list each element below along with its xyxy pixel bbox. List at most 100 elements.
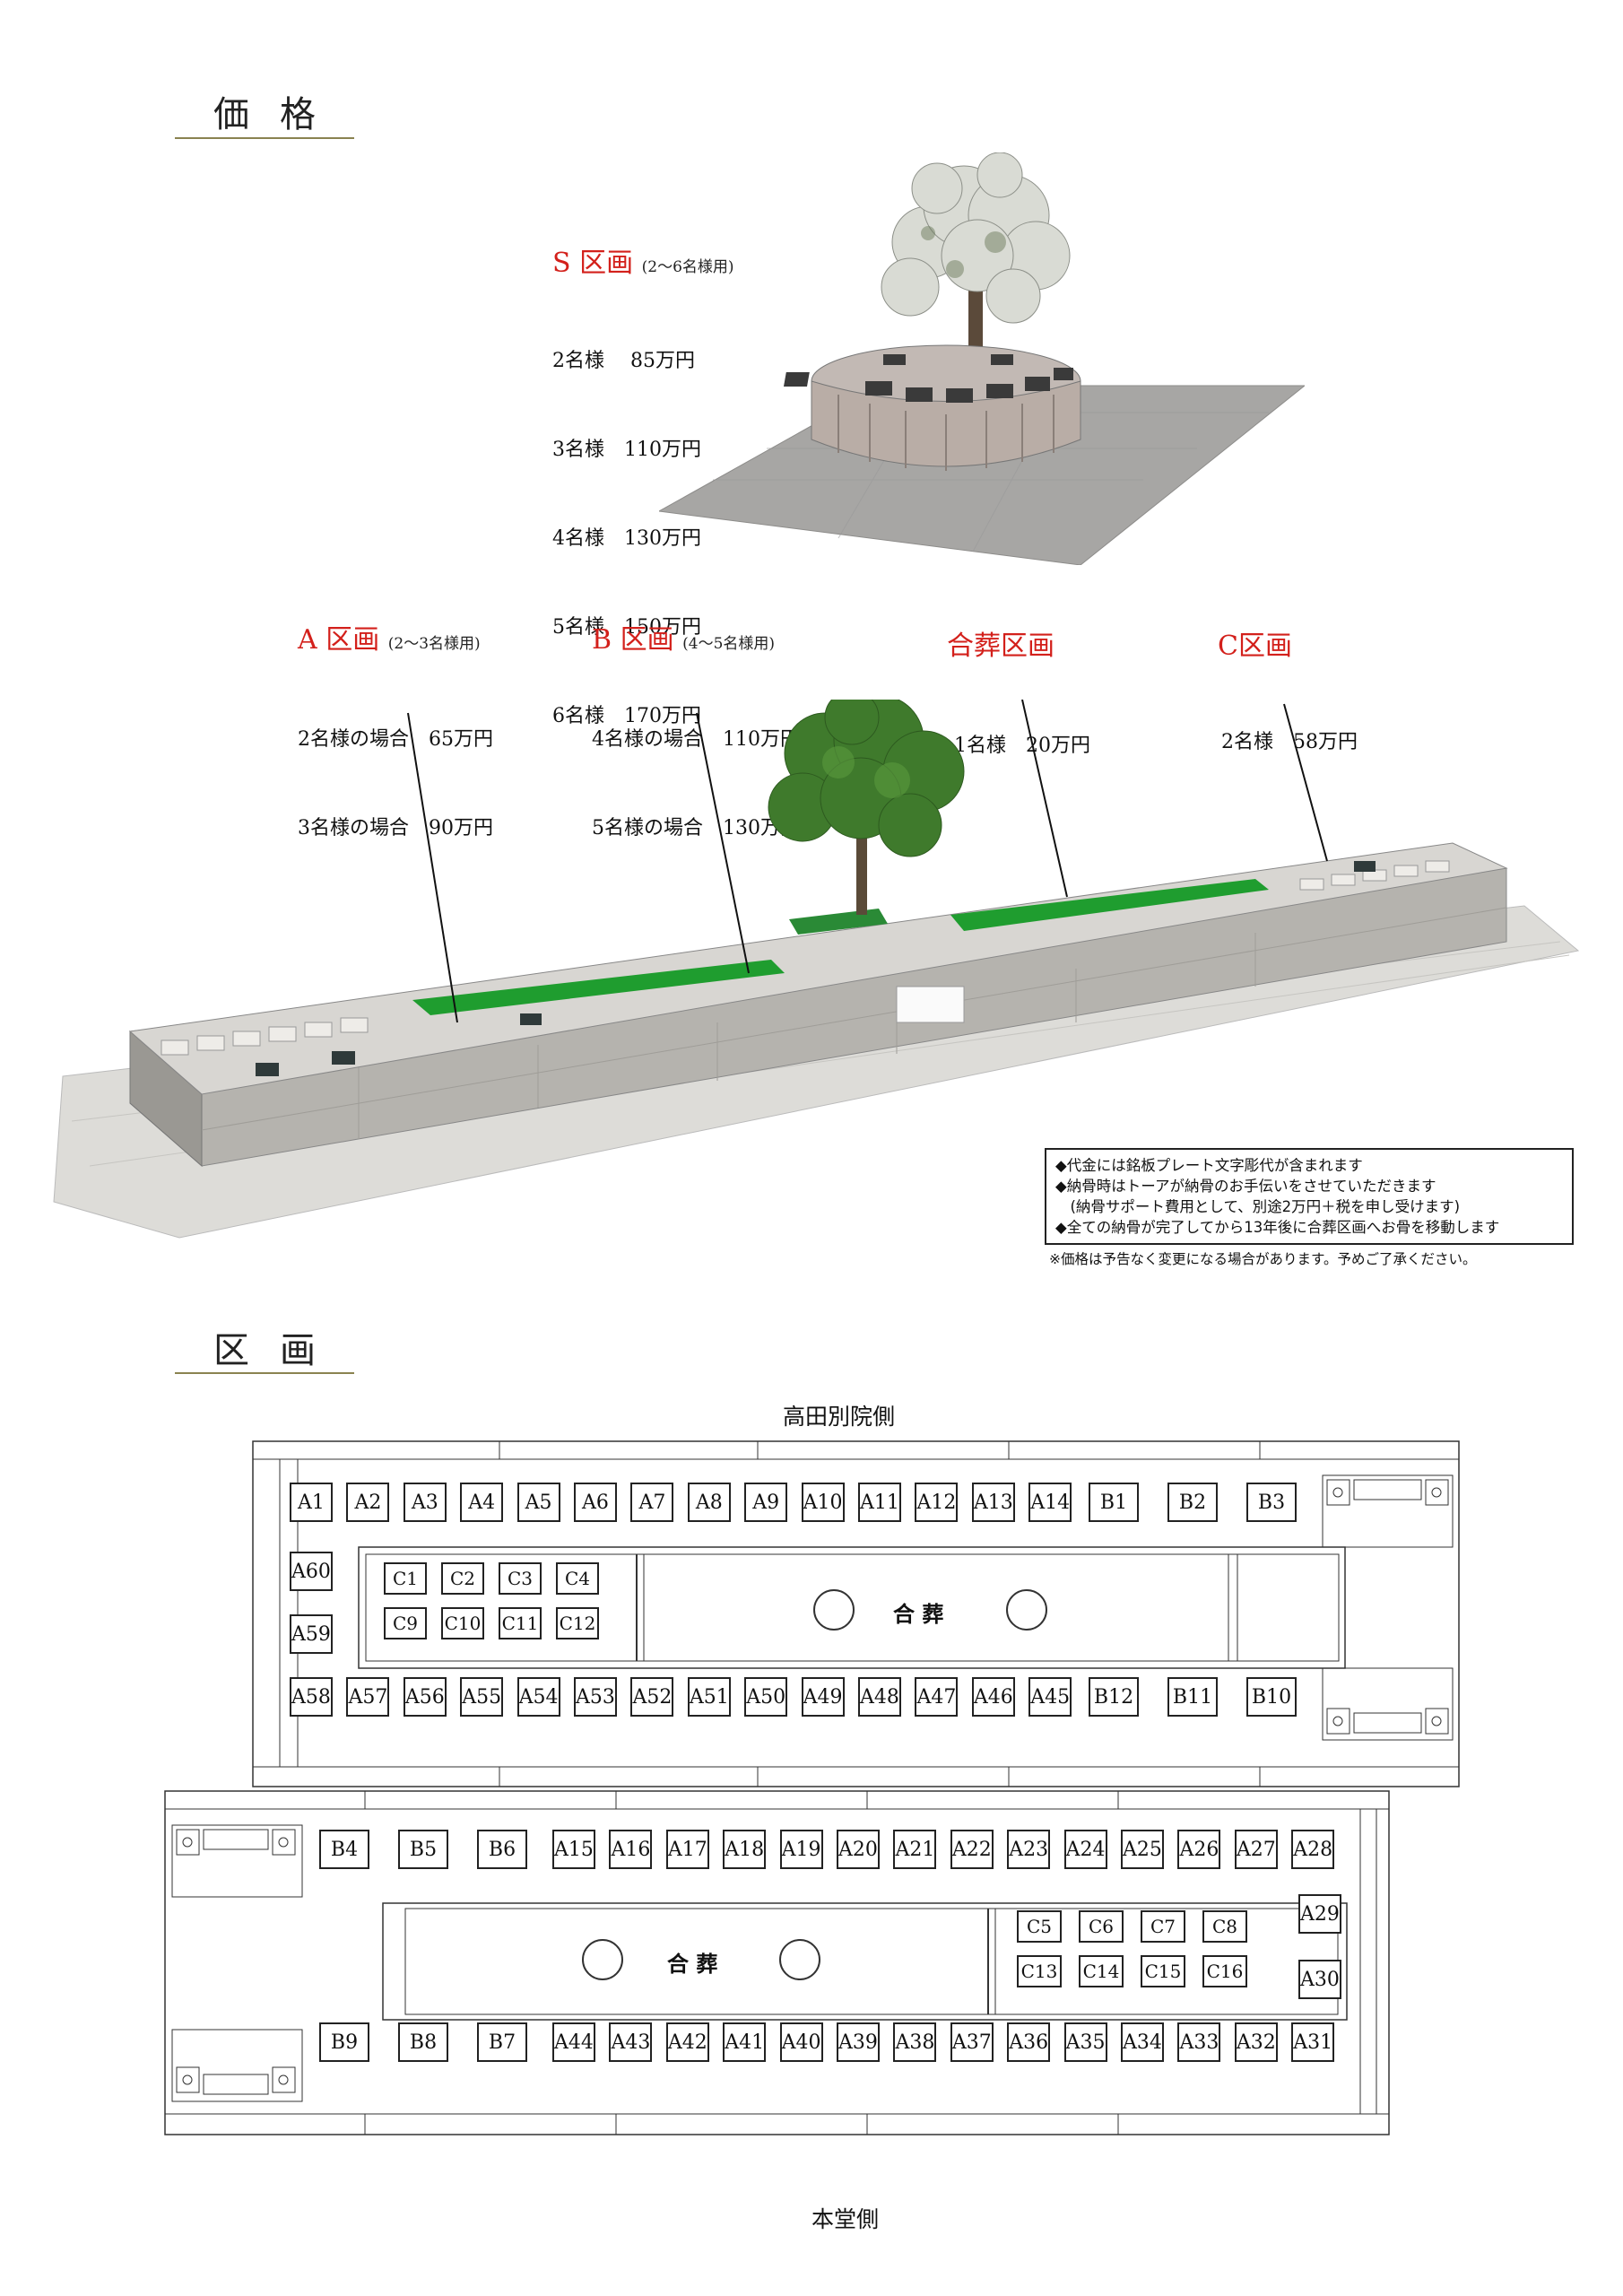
plot-a14: A14 <box>1028 1483 1072 1522</box>
plot-b8: B8 <box>398 2022 448 2062</box>
note-line: (納骨サポート費用として、別途2万円＋税を申し受けます) <box>1055 1198 1461 1215</box>
note-line: ◆代金には銘板プレート文字彫代が含まれます <box>1055 1157 1363 1174</box>
plot-c8: C8 <box>1202 1910 1247 1943</box>
a-zone-price-block: A 区画 (2〜3名様用) 2名様の場合 65万円 3名様の場合 90万円 <box>298 617 493 902</box>
plan-bottom-side-label: 本堂側 <box>812 2206 880 2232</box>
plot-c13: C13 <box>1017 1955 1062 1987</box>
plot-a39: A39 <box>837 2022 880 2062</box>
gassou-zone-price-list: 1名様 20万円 <box>954 672 1090 820</box>
plot-b7: B7 <box>477 2022 527 2062</box>
plot-a53: A53 <box>574 1677 617 1717</box>
plan-block-2-frame <box>164 1790 1390 2135</box>
s-zone-price-list: 2名様 85万円 3名様 110万円 4名様 130万円 5名様 150万円 6… <box>552 287 734 790</box>
a-zone-price-list: 2名様の場合 65万円 3名様の場合 90万円 <box>298 665 493 902</box>
plot-a15: A15 <box>552 1830 595 1869</box>
plan-gassou-label-2: 合 葬 <box>667 1952 718 1977</box>
plot-a4: A4 <box>460 1483 504 1522</box>
plot-a3: A3 <box>403 1483 447 1522</box>
a-zone-price-line: 3名様の場合 90万円 <box>298 817 493 839</box>
s-zone-price-block: S 区画 (2〜6名様用) 2名様 85万円 3名様 110万円 4名様 130… <box>552 240 734 790</box>
plot-a34: A34 <box>1121 2022 1164 2062</box>
plot-b2: B2 <box>1167 1483 1218 1522</box>
price-heading: 価格 <box>213 94 346 135</box>
plot-a31: A31 <box>1291 2022 1335 2062</box>
plot-a35: A35 <box>1063 2022 1107 2062</box>
plot-c3: C3 <box>499 1562 542 1595</box>
plot-a49: A49 <box>801 1677 845 1717</box>
plot-b4: B4 <box>319 1830 369 1869</box>
s-zone-price-line: 4名様 130万円 <box>552 527 701 550</box>
plot-a16: A16 <box>609 1830 653 1869</box>
plot-c1: C1 <box>384 1562 427 1595</box>
a-zone-capacity-note: (2〜3名様用) <box>387 635 481 653</box>
s-zone-capacity-note: (2〜6名様用) <box>641 258 734 276</box>
c-zone-price-line: 2名様 58万円 <box>1221 731 1358 753</box>
plot-a17: A17 <box>665 1830 709 1869</box>
plot-a24: A24 <box>1063 1830 1107 1869</box>
plot-c15: C15 <box>1141 1955 1185 1987</box>
c-zone-price-list: 2名様 58万円 <box>1221 668 1358 816</box>
a-zone-title: A 区画 <box>298 624 380 656</box>
plan-block-1-frame <box>252 1440 1460 1787</box>
plot-c2: C2 <box>441 1562 484 1595</box>
c-zone-title: C区画 <box>1218 631 1292 662</box>
a-zone-price-line: 2名様の場合 65万円 <box>298 728 493 751</box>
plot-c11: C11 <box>499 1607 542 1639</box>
gassou-zone-price-block: 合葬区画 1名様 20万円 <box>947 623 1090 820</box>
notes-box: ◆代金には銘板プレート文字彫代が含まれます ◆納骨時はトーアが納骨のお手伝いをさ… <box>1045 1148 1574 1245</box>
plot-a20: A20 <box>837 1830 880 1869</box>
zones-heading: 区画 <box>213 1330 346 1371</box>
plot-a8: A8 <box>687 1483 731 1522</box>
plot-a11: A11 <box>858 1483 901 1522</box>
plot-a38: A38 <box>893 2022 937 2062</box>
plot-a46: A46 <box>971 1677 1015 1717</box>
plot-a13: A13 <box>971 1483 1015 1522</box>
note-line: ◆納骨時はトーアが納骨のお手伝いをさせていただきます <box>1055 1178 1436 1195</box>
price-heading-rule <box>175 137 354 139</box>
plot-c4: C4 <box>556 1562 599 1595</box>
zones-heading-rule <box>175 1372 354 1374</box>
plot-a22: A22 <box>950 1830 994 1869</box>
plot-a56: A56 <box>403 1677 447 1717</box>
plot-a37: A37 <box>950 2022 994 2062</box>
plot-a7: A7 <box>630 1483 674 1522</box>
plot-a30: A30 <box>1298 1960 1341 1999</box>
plot-c10: C10 <box>441 1607 484 1639</box>
plot-a18: A18 <box>723 1830 767 1869</box>
plot-a55: A55 <box>460 1677 504 1717</box>
plot-a28: A28 <box>1291 1830 1335 1869</box>
plot-a50: A50 <box>744 1677 788 1717</box>
plot-a21: A21 <box>893 1830 937 1869</box>
plot-c5: C5 <box>1017 1910 1062 1943</box>
c-zone-price-block: C区画 2名様 58万円 <box>1218 623 1358 816</box>
plot-b9: B9 <box>319 2022 369 2062</box>
plot-a44: A44 <box>552 2022 595 2062</box>
plot-a59: A59 <box>290 1614 333 1654</box>
plot-a9: A9 <box>744 1483 788 1522</box>
plot-a29: A29 <box>1298 1894 1341 1934</box>
gassou-zone-title: 合葬区画 <box>947 631 1055 662</box>
plot-a54: A54 <box>516 1677 560 1717</box>
price-disclaimer: ※価格は予告なく変更になる場合があります。予めご了承ください。 <box>1049 1251 1477 1267</box>
plot-a23: A23 <box>1007 1830 1051 1869</box>
plot-b6: B6 <box>477 1830 527 1869</box>
plot-c6: C6 <box>1079 1910 1124 1943</box>
plot-b5: B5 <box>398 1830 448 1869</box>
plot-a48: A48 <box>858 1677 901 1717</box>
plan-top-side-label: 高田別院側 <box>783 1404 896 1430</box>
b-zone-title: B 区画 <box>592 624 674 656</box>
monument-illustration <box>53 700 1580 1239</box>
plot-a26: A26 <box>1177 1830 1221 1869</box>
plot-c12: C12 <box>556 1607 599 1639</box>
plot-b3: B3 <box>1246 1483 1297 1522</box>
plot-a5: A5 <box>516 1483 560 1522</box>
plot-a1: A1 <box>290 1483 333 1522</box>
plot-a2: A2 <box>346 1483 390 1522</box>
s-zone-title: S 区画 <box>552 248 634 279</box>
plot-a58: A58 <box>290 1677 333 1717</box>
plot-a33: A33 <box>1177 2022 1221 2062</box>
s-zone-price-line: 2名様 85万円 <box>552 350 695 372</box>
plot-c9: C9 <box>384 1607 427 1639</box>
plot-a41: A41 <box>723 2022 767 2062</box>
plot-a12: A12 <box>915 1483 959 1522</box>
